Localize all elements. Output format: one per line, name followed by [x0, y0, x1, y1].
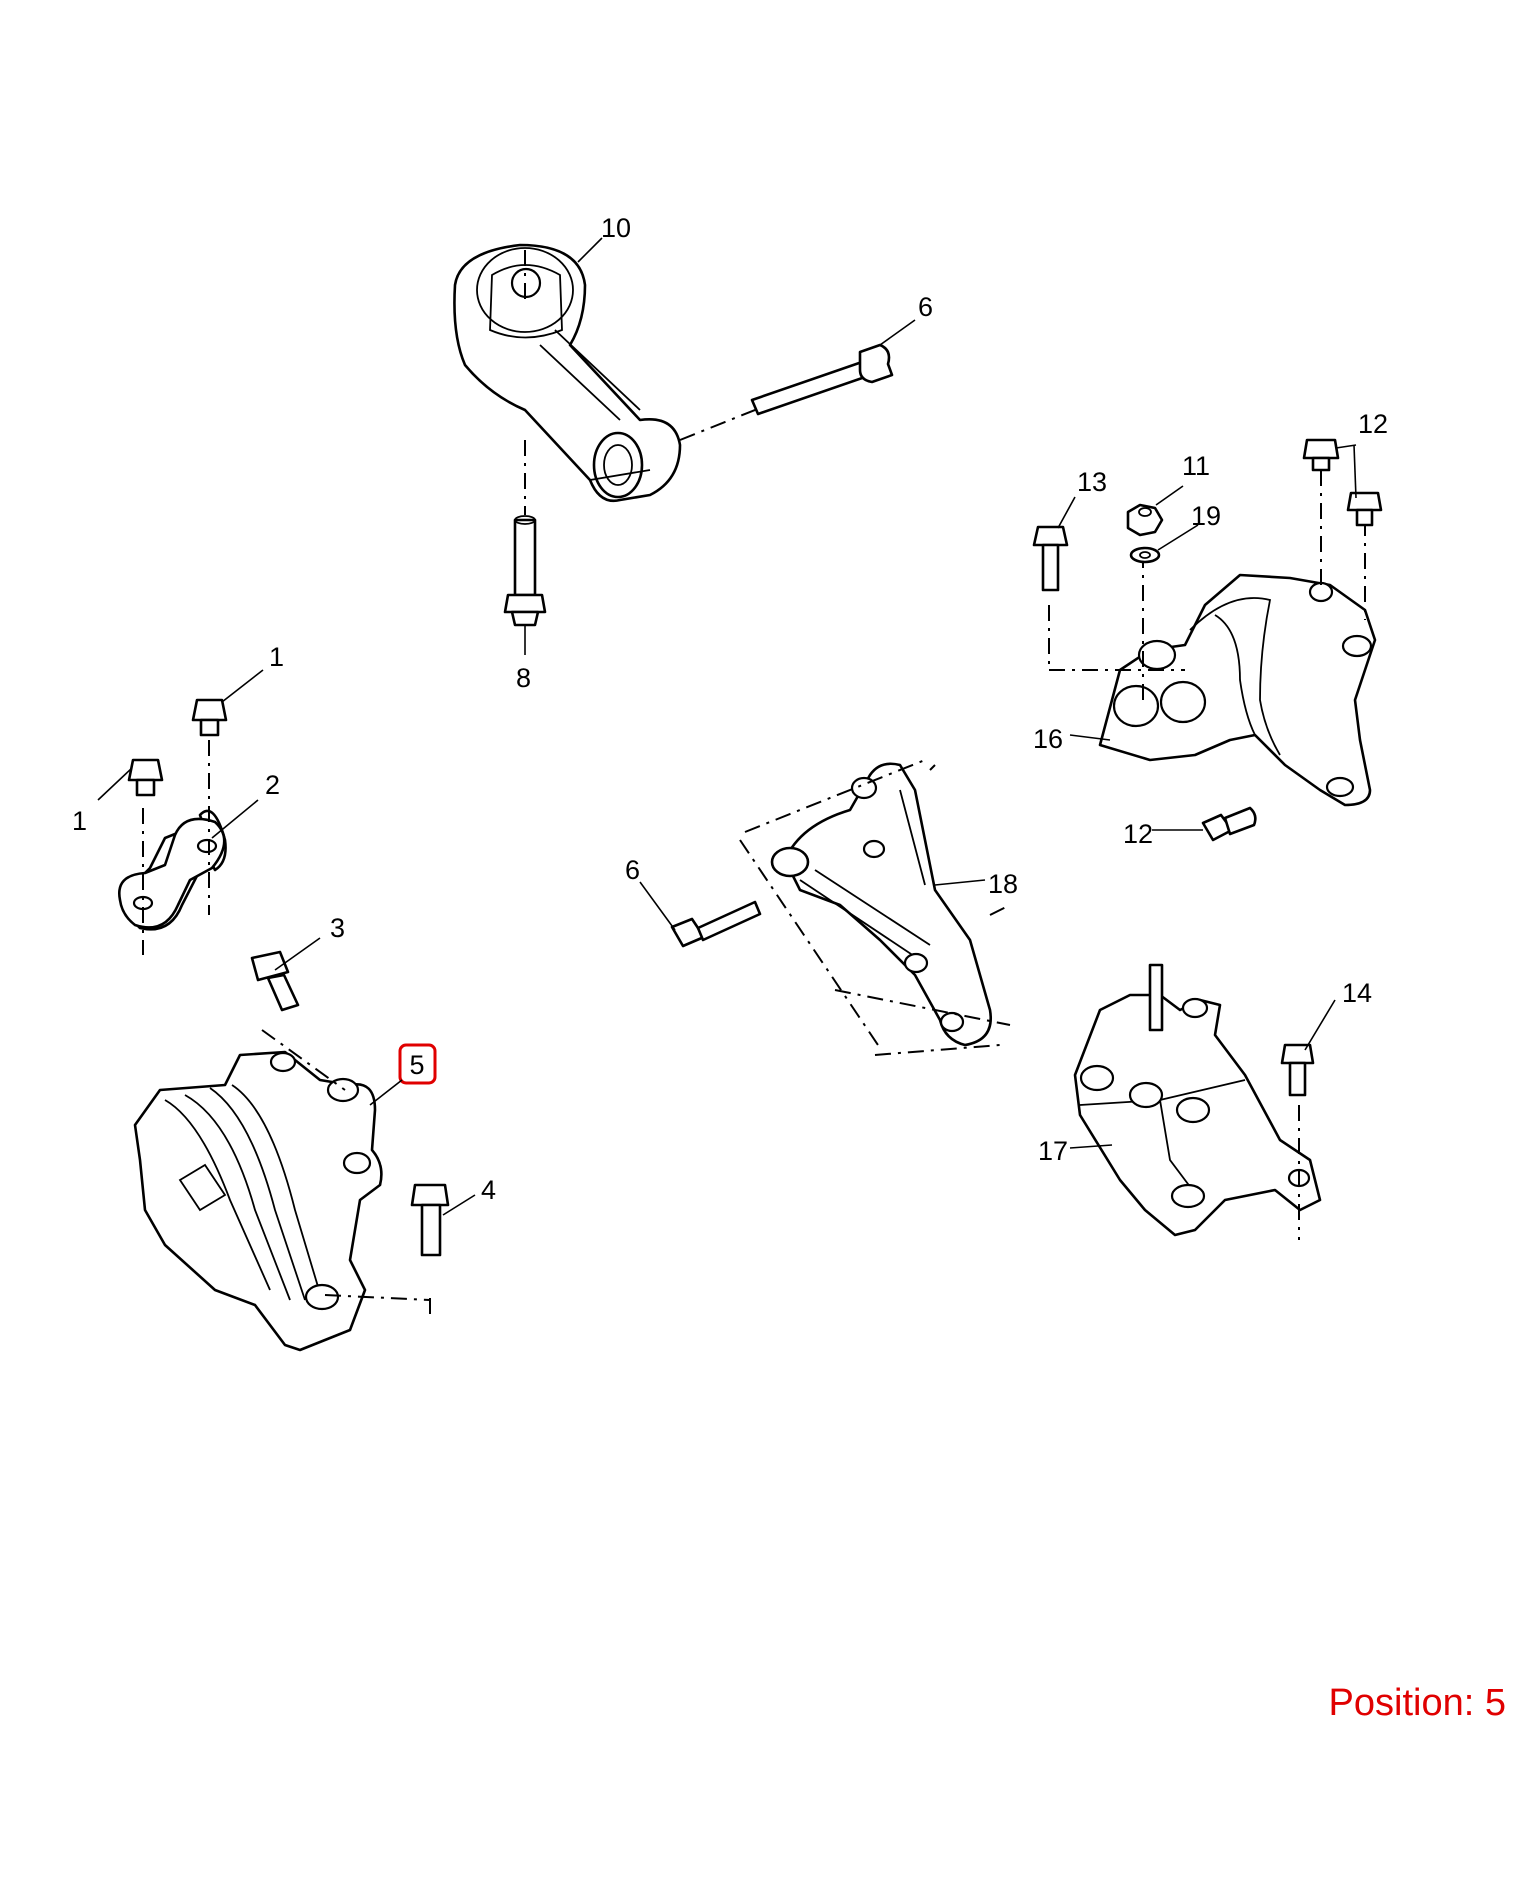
callout-18[interactable]: 18 — [988, 869, 1018, 899]
part-12-bolt-a[interactable] — [1302, 438, 1340, 472]
part-4-bolt[interactable] — [410, 1183, 450, 1257]
callout-11[interactable]: 11 — [1182, 451, 1210, 481]
part-6-bolt[interactable] — [670, 900, 762, 948]
callout-19[interactable]: 19 — [1191, 501, 1221, 531]
callout-2[interactable]: 2 — [265, 770, 280, 800]
callout-10[interactable]: 10 — [601, 213, 631, 243]
part-12-bolt-c[interactable] — [1201, 806, 1257, 842]
part-2-strap-plate[interactable] — [118, 809, 227, 931]
callout-1-left[interactable]: 1 — [72, 806, 87, 836]
callout-14[interactable]: 14 — [1342, 978, 1372, 1008]
callout-17[interactable]: 17 — [1038, 1136, 1068, 1166]
part-1-bolt-b[interactable] — [127, 758, 164, 797]
part-1-bolt-a[interactable] — [191, 698, 228, 737]
position-indicator: Position: 5 — [1328, 1682, 1506, 1724]
callout-5: 5 — [409, 1050, 424, 1080]
callout-5-highlight[interactable]: 5 — [398, 1043, 437, 1085]
callout-16[interactable]: 16 — [1033, 724, 1063, 754]
callout-1-top[interactable]: 1 — [269, 642, 284, 672]
part-13-bolt[interactable] — [1032, 525, 1069, 592]
part-10-torque-strut[interactable] — [453, 243, 682, 503]
callout-4[interactable]: 4 — [481, 1175, 496, 1205]
part-3-bolt[interactable] — [250, 950, 300, 1012]
part-18-bracket[interactable] — [770, 762, 993, 1047]
callout-6[interactable]: 6 — [625, 855, 640, 885]
callout-8[interactable]: 8 — [516, 663, 531, 693]
callout-3[interactable]: 3 — [330, 913, 345, 943]
part-14-bolt[interactable] — [1280, 1043, 1315, 1097]
part-17-mount[interactable] — [1073, 963, 1322, 1237]
part-19-washer[interactable] — [1129, 546, 1161, 564]
part-11-nut[interactable] — [1126, 503, 1164, 537]
callout-7[interactable]: 6 — [918, 292, 933, 322]
callout-12-bottom[interactable]: 12 — [1123, 819, 1153, 849]
callout-13[interactable]: 13 — [1077, 467, 1107, 497]
part-12-bolt-b[interactable] — [1346, 491, 1383, 527]
callout-12-top[interactable]: 12 — [1358, 409, 1388, 439]
part-7-bolt[interactable] — [750, 343, 894, 416]
part-5-engine-mount[interactable] — [133, 1050, 383, 1352]
part-16-engine-mount[interactable] — [1098, 573, 1377, 807]
part-8-bolt[interactable] — [503, 515, 547, 627]
